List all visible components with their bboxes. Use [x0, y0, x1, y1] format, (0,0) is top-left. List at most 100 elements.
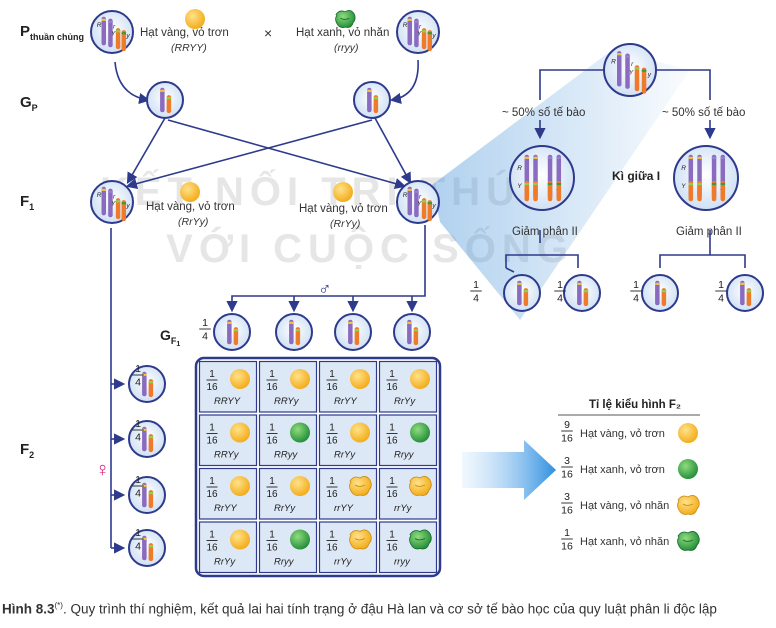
- chromosome-band: [517, 282, 522, 285]
- punnett-border: [194, 356, 442, 578]
- fraction-denominator: 4: [718, 293, 724, 305]
- chromosome-band: [142, 428, 147, 431]
- parent-left-genotype: (RRYY): [171, 42, 207, 54]
- male-gamete-3: [334, 313, 372, 351]
- chromosome-band: [533, 156, 538, 159]
- allele-label: R: [681, 165, 686, 172]
- f1-right-phenotype: Hạt vàng, vỏ trơn: [299, 203, 388, 215]
- fraction-denominator: 16: [386, 543, 398, 554]
- chromosome: [101, 186, 106, 216]
- cell-genotype: RRYy: [274, 396, 300, 407]
- allele-label: r: [113, 24, 116, 31]
- fraction-numerator: 1: [633, 279, 639, 291]
- fraction-numerator: 1: [209, 476, 215, 487]
- chromosome-band: [740, 282, 745, 285]
- f1-left-genotype: (RrYy): [178, 216, 208, 228]
- fraction-denominator: 4: [202, 331, 208, 343]
- chromosome: [740, 280, 745, 306]
- chromosome: [517, 280, 522, 306]
- cell-genotype: rrYY: [334, 503, 354, 514]
- punnett-cell-bg: [318, 414, 378, 467]
- chromosome: [421, 28, 427, 50]
- chromosome: [233, 327, 239, 346]
- chromosome: [166, 95, 172, 114]
- chromosome: [547, 180, 553, 202]
- chromosome: [421, 198, 427, 220]
- cross-line-1: [167, 119, 407, 189]
- ratio-row: 116 Hạt xanh, vỏ nhăn: [561, 527, 700, 553]
- fraction-numerator: 1: [329, 476, 335, 487]
- fraction-numerator: 1: [202, 317, 208, 329]
- gamete-right-to-f1-right: [374, 117, 412, 184]
- chromosome-band: [524, 156, 530, 159]
- allele-label: R: [403, 192, 408, 199]
- chromosome-band: [711, 156, 717, 159]
- meiosis-gamete-4: [726, 274, 764, 312]
- cell-genotype: rrYy: [394, 503, 413, 514]
- chromosome-band: [414, 190, 419, 193]
- chromosome-band: [142, 373, 147, 376]
- quarter-fraction: 14: [630, 279, 642, 305]
- chromosome-band: [101, 18, 106, 21]
- seed-yellow-round-icon: [350, 369, 370, 389]
- quarter-fraction: 14: [470, 279, 482, 305]
- ratio-label: Hạt xanh, vỏ nhăn: [580, 536, 669, 548]
- meiosis-pct-left: ~ 50% số tế bào: [502, 107, 585, 119]
- fraction-denominator: 16: [266, 436, 278, 447]
- female-symbol: ♀: [95, 459, 110, 481]
- allele-label: r: [419, 24, 422, 31]
- chromosome-band: [421, 200, 427, 203]
- chromosome-band: [711, 182, 717, 186]
- fraction-denominator: 16: [561, 433, 573, 445]
- punnett-cell-bg: [318, 360, 378, 413]
- chromosome-band: [427, 202, 433, 205]
- cell-genotype: RrYY: [334, 396, 357, 407]
- chromosome: [148, 543, 154, 562]
- chromosome: [556, 180, 562, 202]
- chromosome-band: [148, 545, 154, 548]
- fraction-numerator: 1: [269, 530, 275, 541]
- meiosis-pct-right: ~ 50% số tế bào: [662, 107, 745, 119]
- cell-genotype: rrYy: [334, 557, 353, 568]
- cell-genotype: RrYy: [394, 396, 416, 407]
- chromosome-band: [121, 32, 127, 35]
- chromosome-band: [524, 182, 530, 186]
- seed-yellow-round-icon: [410, 369, 430, 389]
- cell-genotype: Rryy: [274, 557, 295, 568]
- fraction-numerator: 1: [329, 530, 335, 541]
- p-to-gamete-right: [389, 59, 419, 104]
- seed-yellow-round-icon: [290, 369, 310, 389]
- cell-fraction: 116: [266, 476, 278, 500]
- chromosome: [523, 288, 529, 307]
- ratio-fraction: 116: [561, 527, 573, 553]
- cell-membrane: [334, 313, 372, 351]
- cell-genotype: RrYy: [274, 503, 296, 514]
- cell-fraction: 116: [206, 369, 218, 393]
- allele-label: r: [419, 194, 422, 201]
- ratio-label: Hạt vàng, vỏ nhăn: [580, 500, 669, 512]
- allele-label: R: [403, 22, 408, 29]
- chromosome: [711, 180, 717, 202]
- seed-yellow-round-icon: [290, 476, 310, 496]
- chromosome: [115, 28, 121, 50]
- fraction-denominator: 16: [326, 436, 338, 447]
- punnett-cell-bg: [258, 414, 318, 467]
- punnett-cell-bg: [378, 360, 438, 413]
- cell-membrane: [641, 274, 679, 312]
- chromosome: [108, 18, 113, 48]
- male-gamete-1: [213, 313, 251, 351]
- quarter-fraction: 14: [132, 363, 144, 389]
- chromosome: [697, 180, 702, 202]
- chromosome-band: [641, 69, 647, 72]
- fraction-numerator: 1: [389, 476, 395, 487]
- seed-wrinkle-line: [414, 484, 426, 487]
- chromosome-band: [407, 321, 412, 324]
- male-branch: [226, 225, 426, 313]
- caption-text: . Quy trình thí nghiệm, kết quả lai hai …: [62, 601, 717, 617]
- cell-fraction: 116: [206, 476, 218, 500]
